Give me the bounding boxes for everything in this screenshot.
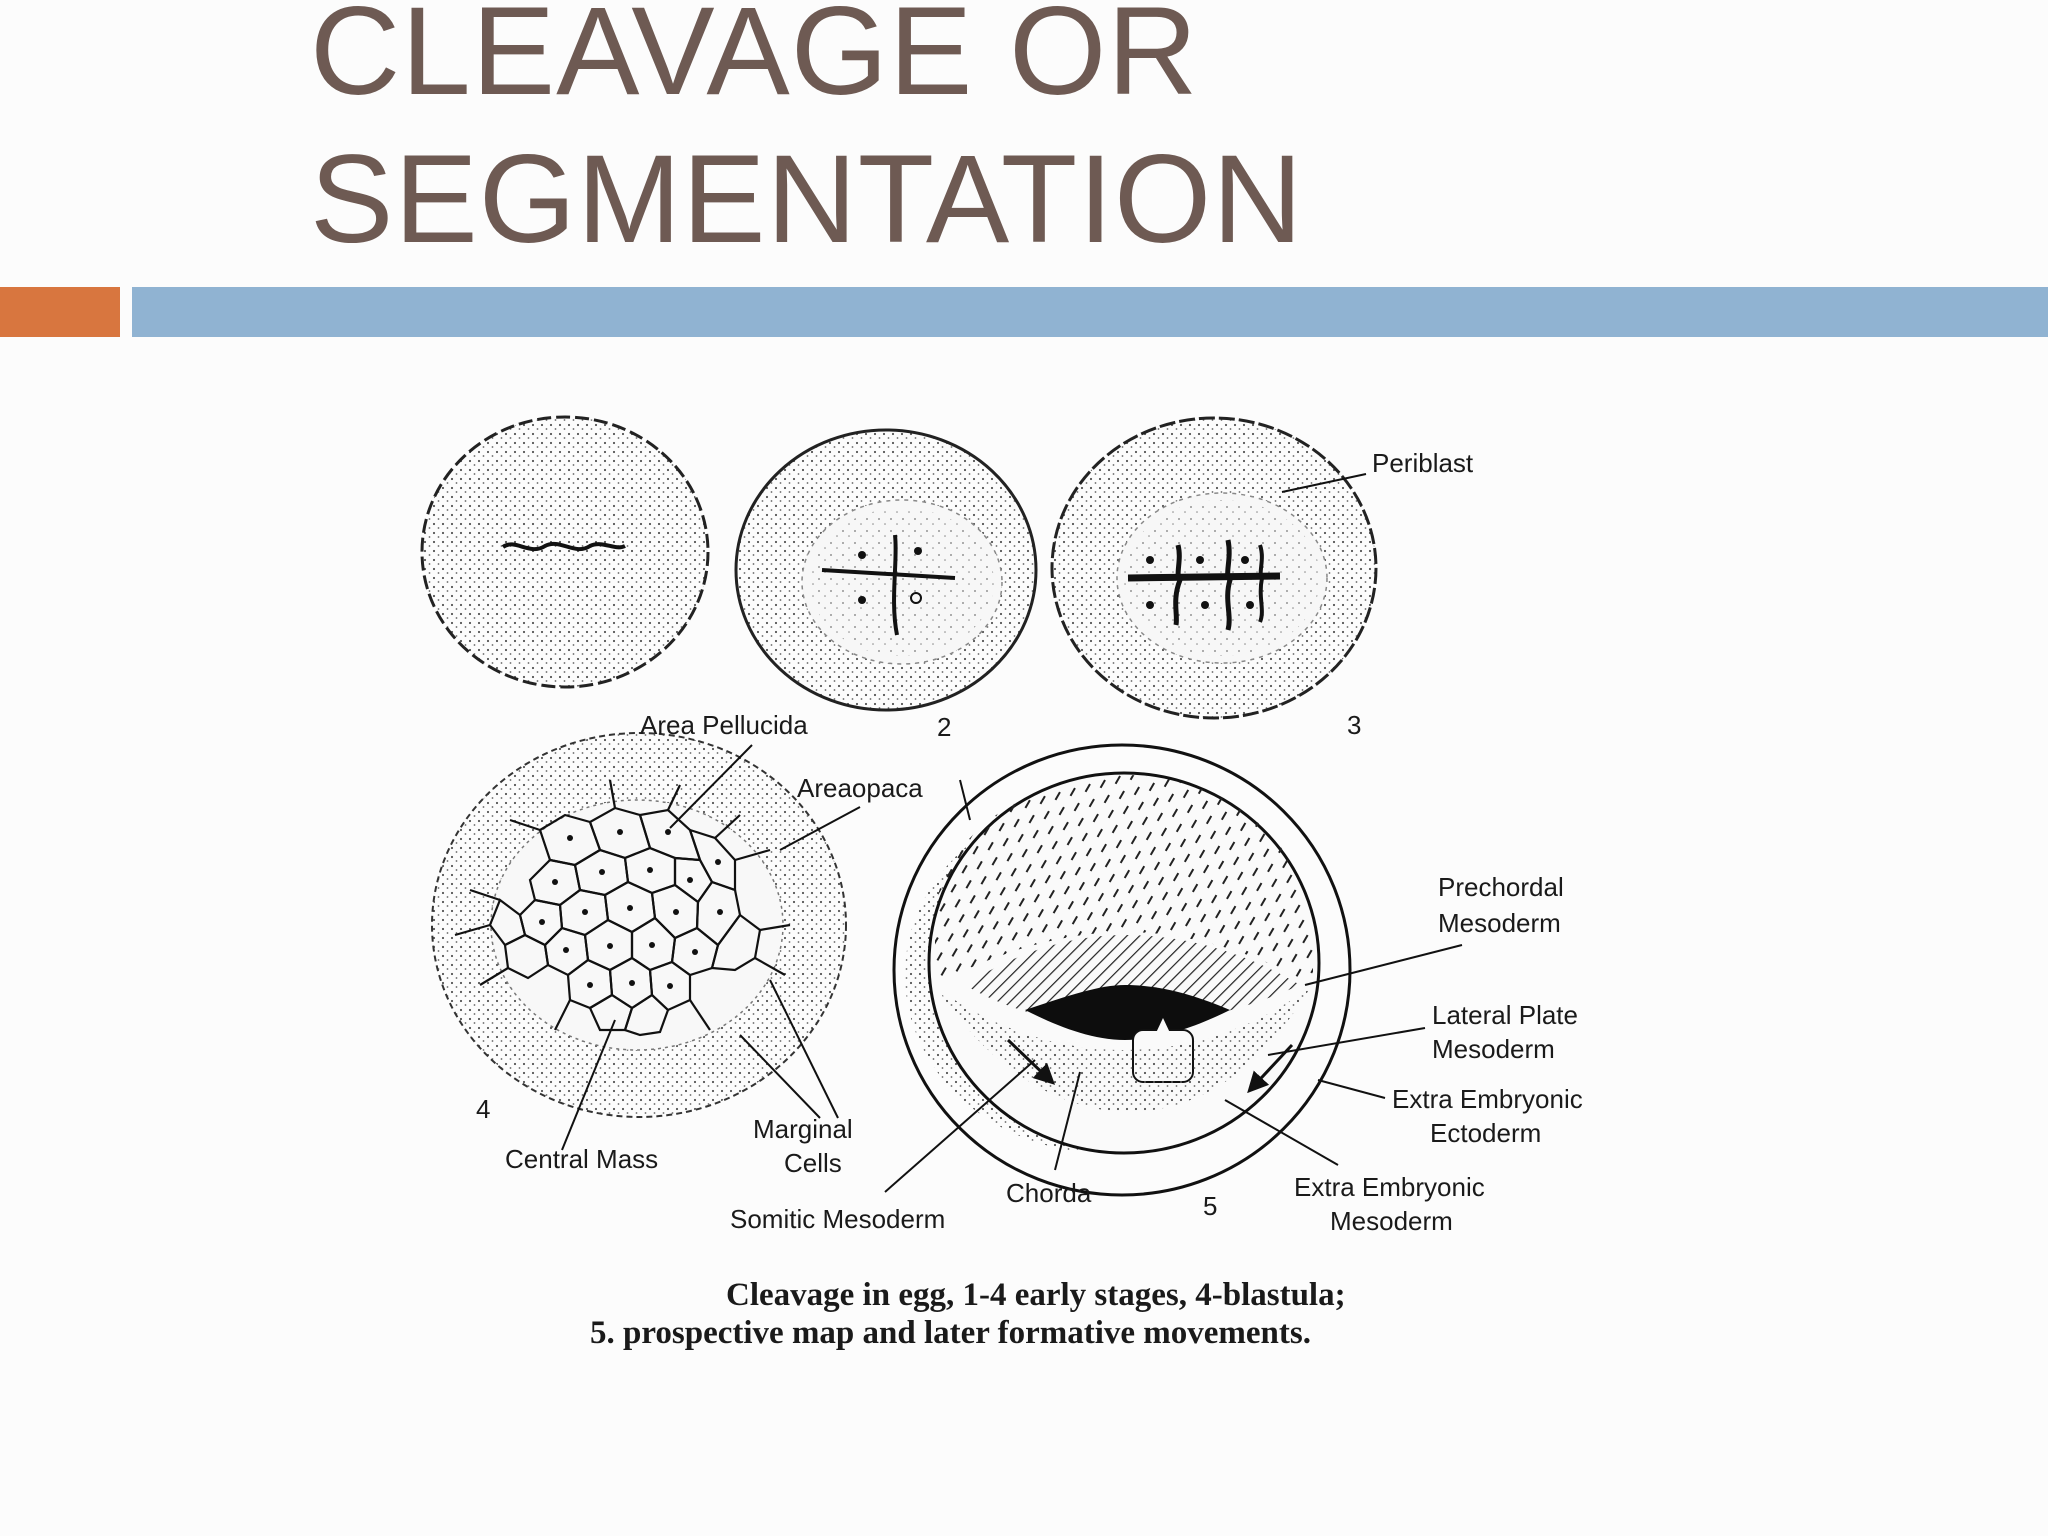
label-marginal-line-2: Cells (784, 1148, 842, 1178)
label-central-mass: Central Mass (505, 1144, 658, 1174)
title-line-1: CLEAVAGE OR (310, 0, 1199, 121)
label-lateral-plate-line-1: Lateral Plate (1432, 1000, 1578, 1030)
label-chorda: Chorda (1006, 1178, 1092, 1208)
stage-4-blastula (431, 732, 861, 1151)
label-prechordal-line-1: Prechordal (1438, 872, 1564, 902)
title-line-2: SEGMENTATION (310, 130, 1304, 269)
label-number-5: 5 (1203, 1191, 1217, 1221)
stage-2-egg (734, 428, 1038, 712)
label-extra-ectoderm-line-1: Extra Embryonic (1392, 1084, 1583, 1114)
label-lateral-plate-line-2: Mesoderm (1432, 1034, 1555, 1064)
label-extra-ectoderm-line-2: Ectoderm (1430, 1118, 1541, 1148)
caption-line-1: Cleavage in egg, 1-4 early stages, 4-bla… (726, 1277, 1346, 1313)
caption-line-2: 5. prospective map and later formative m… (590, 1315, 1311, 1351)
diagram-labels: Periblast Area Pellucida Areaopaca 2 3 4… (476, 448, 1583, 1236)
label-somitic-mesoderm: Somitic Mesoderm (730, 1204, 945, 1234)
label-number-3: 3 (1347, 710, 1361, 740)
figure-caption: Cleavage in egg, 1-4 early stages, 4-bla… (590, 1277, 1346, 1351)
label-extra-mesoderm-line-2: Mesoderm (1330, 1206, 1453, 1236)
label-extra-mesoderm-line-1: Extra Embryonic (1294, 1172, 1485, 1202)
label-area-pellucida: Area Pellucida (640, 710, 808, 740)
stage-3-egg (1050, 416, 1378, 720)
stage-1-egg (420, 415, 710, 689)
label-areaopaca: Areaopaca (797, 773, 923, 803)
slide-title: CLEAVAGE OR SEGMENTATION (310, 0, 1304, 274)
accent-bar-blue (132, 287, 2048, 337)
label-prechordal-line-2: Mesoderm (1438, 908, 1561, 938)
stage-5-prospective-map (884, 743, 1463, 1197)
label-periblast: Periblast (1372, 448, 1474, 478)
accent-bar-orange (0, 287, 120, 337)
label-number-4: 4 (476, 1094, 490, 1124)
label-number-2: 2 (937, 712, 951, 742)
label-marginal-line-1: Marginal (753, 1114, 853, 1144)
